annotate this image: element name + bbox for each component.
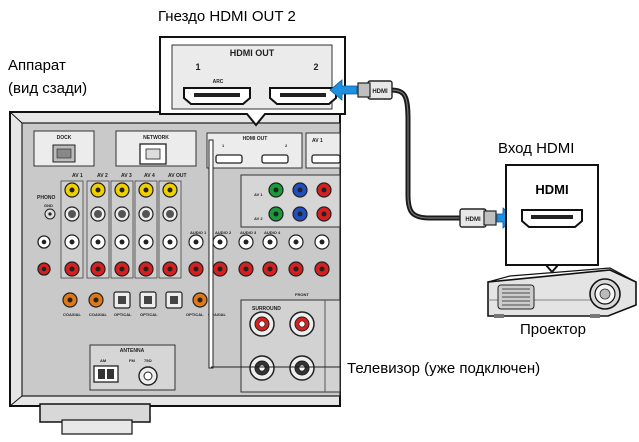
svg-text:2: 2 [285,143,288,148]
callout-hdmi-out-title: HDMI OUT [230,48,275,58]
callout-port1-label: 1 [195,62,200,72]
gnd-label: GND [44,203,53,208]
projector-hdmi-title: HDMI [535,182,568,197]
callout-port2-label: 2 [313,62,318,72]
svg-text:AUDIO 1: AUDIO 1 [190,230,207,235]
svg-text:FRONT: FRONT [295,292,309,297]
tv-cable [208,139,340,369]
svg-text:AM: AM [100,358,107,363]
dock-label: DOCK [57,135,72,141]
avout-header: AV OUT [168,173,187,179]
hdmi-cable: HDMI HDMI [357,80,497,228]
hdmi-out-callout: HDMI OUT 1 2 ARC [159,36,346,127]
cable-plug-top-label: HDMI [372,89,388,95]
svg-text:1: 1 [222,143,225,148]
svg-text:COAXIAL: COAXIAL [89,312,108,317]
svg-text:75Ω: 75Ω [144,358,152,363]
cable-plug-bottom-label: HDMI [465,217,481,223]
svg-text:OPTICAL: OPTICAL [186,312,204,317]
panel-hdmi-out-label: HDMI OUT [243,136,268,142]
projector-device [487,267,637,318]
device-view-label: (вид сзади) [8,80,88,97]
hdmi-input-label: Вход HDMI [498,140,575,157]
callout-arc-label: ARC [213,79,224,85]
projector-label: Проектор [520,321,586,338]
projector-hdmi-input-box: HDMI [505,164,599,274]
surround-label: SURROUND [252,306,281,312]
svg-text:OPTICAL: OPTICAL [140,312,158,317]
device-label: Аппарат [8,57,66,74]
av2-header: AV 2 [97,173,108,179]
receiver-rear-panel: DOCK NETWORK HDMI OUT 1 2 AV 1 PHONO GND… [9,111,341,435]
svg-text:FM: FM [129,358,135,363]
av1-header: AV 1 [72,173,83,179]
antenna-label: ANTENNA [120,348,145,354]
svg-text:AV 1: AV 1 [254,192,263,197]
tv-note-label: Телевизор (уже подключен) [347,360,541,377]
svg-text:COAXIAL: COAXIAL [208,312,227,317]
svg-text:COAXIAL: COAXIAL [63,312,82,317]
svg-text:AV 2: AV 2 [254,216,263,221]
av3-header: AV 3 [121,173,132,179]
av4-header: AV 4 [144,173,155,179]
av-jack-grid [60,180,330,309]
arrow-to-receiver [329,79,358,101]
network-label: NETWORK [143,135,169,141]
svg-text:OPTICAL: OPTICAL [114,312,132,317]
svg-text:AUDIO 4: AUDIO 4 [264,230,281,235]
svg-text:AUDIO 3: AUDIO 3 [240,230,257,235]
svg-text:AV 1: AV 1 [312,138,323,144]
svg-text:AUDIO 2: AUDIO 2 [215,230,232,235]
phono-label: PHONO [37,195,55,201]
hdmi-out2-label: Гнездо HDMI OUT 2 [158,8,296,25]
